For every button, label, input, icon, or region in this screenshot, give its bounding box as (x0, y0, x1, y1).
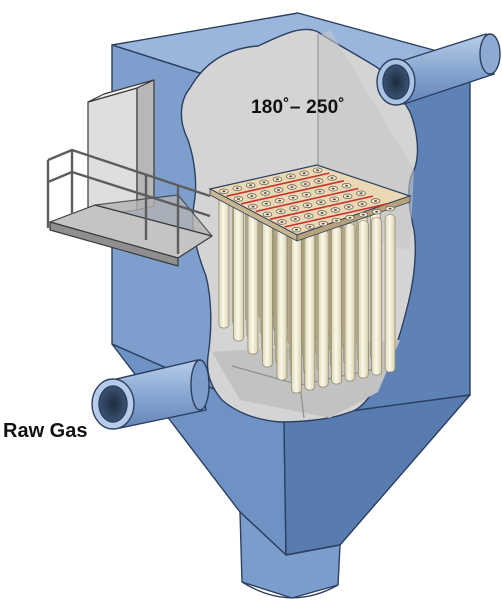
tube-sheet-hole-center (303, 183, 307, 185)
filter-bag-icon (331, 226, 342, 385)
filter-bag-icon (218, 196, 230, 329)
tube-sheet-hole-center (249, 184, 253, 187)
platform-deck-edge (49, 221, 179, 267)
access-platform (46, 79, 213, 267)
filter-bag-icon (304, 232, 316, 391)
tube-sheet-hole-center (331, 187, 335, 190)
tube-sheet-hole-center (250, 195, 254, 197)
tube-sheet-hole-center (361, 213, 365, 216)
platform-railing-icon (46, 148, 211, 254)
tube-sheet-hole-center (359, 192, 363, 195)
tube-sheet-hole-center (262, 181, 266, 184)
tube-sheet-hole-center (235, 187, 239, 190)
filter-bag-icon (276, 227, 288, 381)
tube-sheet-hole-center (320, 212, 324, 214)
tube-sheet-hole-center (263, 192, 267, 194)
tube-sheet-line (269, 195, 374, 220)
filter-bag-icon (233, 204, 244, 342)
tube-sheet-hole-center (289, 175, 293, 178)
tube-sheet-hole-center (275, 178, 280, 181)
tube-sheet-hole-center (264, 202, 268, 205)
tube-sheet-hole-center (251, 205, 255, 208)
tube-sheet-hole-center (304, 193, 309, 196)
tube-sheet-hole-center (321, 222, 325, 225)
tube-sheet-hole-center (388, 207, 392, 210)
tube-sheet-hole-center (319, 201, 323, 204)
tube-sheet-hole-center (278, 199, 282, 202)
tube-sheet-hole-center (347, 206, 351, 208)
tube-sheet-hole-center (334, 219, 339, 222)
filter-bag-icon (357, 220, 369, 379)
tube-sheet-line (240, 180, 345, 205)
filter-bag-icon (262, 219, 273, 368)
tube-sheet-hole-center (307, 215, 311, 217)
filter-bag-icon (317, 229, 329, 388)
inlet-pipe-icon (91, 359, 210, 430)
tube-sheet-hole-center (291, 196, 295, 199)
tube-sheet-hole-center (308, 225, 312, 228)
filter-bag-icon (384, 214, 396, 373)
raw-gas-label: Raw Gas (3, 420, 88, 442)
tube-sheet-hole-center (302, 172, 306, 175)
tube-sheet-hole-center (280, 221, 284, 223)
tube-sheet (208, 164, 412, 242)
filter-bag-icon (344, 223, 356, 382)
tube-sheet-hole-center (279, 210, 283, 213)
tube-sheet-hole-center (236, 198, 241, 200)
door-enclosure-front (87, 87, 138, 217)
platform-support (94, 194, 213, 237)
filter-bag-icon (247, 212, 259, 355)
tube-sheet-hole-center (265, 213, 270, 216)
tube-sheet-hole-center (318, 190, 322, 193)
filter-bag-icon (291, 235, 302, 394)
outlet-pipe-icon (376, 33, 501, 106)
tube-sheet-hole-center (294, 228, 299, 231)
tube-sheet-hole-center (292, 207, 296, 210)
tube-sheet-hole-center (360, 203, 364, 205)
tube-sheet-line (255, 187, 359, 213)
tube-sheet-hole-center (293, 218, 297, 220)
tube-sheet-hole-center (222, 190, 226, 193)
tube-sheet-hole-center (330, 177, 334, 179)
tube-sheet-line (284, 203, 388, 228)
tube-sheet-hole-center (348, 216, 352, 219)
tube-sheet-hole-center (375, 210, 379, 213)
temperature-label: 180˚– 250˚ (251, 97, 345, 118)
tube-sheet-hole-center (305, 204, 310, 207)
tube-sheet-hole-center (290, 186, 294, 188)
tube-sheet-hole-center (333, 209, 338, 211)
tube-sheet-hole-center (346, 195, 350, 198)
tube-sheet-line (226, 172, 330, 197)
tube-sheet-hole-center (373, 200, 378, 202)
tube-sheet-hole-center (315, 169, 320, 172)
filter-bag-icon (371, 217, 383, 376)
tube-sheet-hole-center (317, 180, 321, 182)
tube-sheet-hole-center (332, 198, 336, 201)
tube-sheet-hole-center (276, 189, 281, 191)
tube-sheet-hole-center (344, 184, 349, 187)
